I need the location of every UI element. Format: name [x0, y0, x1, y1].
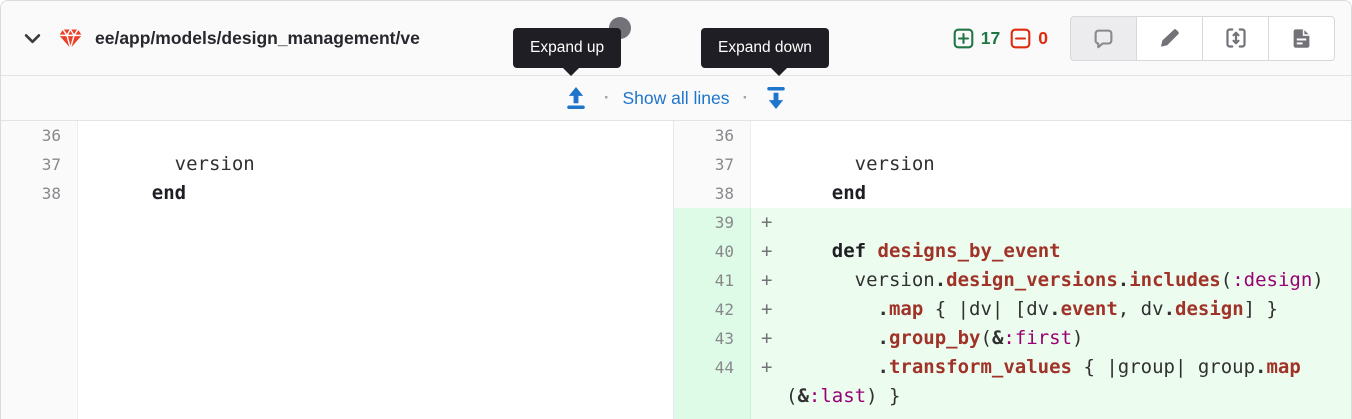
code-line [78, 121, 673, 150]
line-number[interactable]: 44 [674, 353, 751, 411]
line-number[interactable]: 37 [1, 150, 78, 179]
expand-up-icon [563, 85, 589, 111]
diff-line-row: 42+ .map { |dv| [dv.event, dv.design] } [674, 295, 1351, 324]
diff-line-row: 37 version [674, 150, 1351, 179]
code-line: + .group_by(&:first) [751, 324, 1351, 353]
separator-dot: · [603, 88, 610, 107]
toggle-comments-button[interactable] [1070, 15, 1137, 61]
line-number[interactable]: 41 [674, 266, 751, 295]
diff-marker: + [761, 211, 773, 233]
filler-content [751, 411, 1351, 419]
expand-down-button[interactable] [761, 83, 791, 113]
line-number[interactable]: 43 [674, 324, 751, 353]
additions-stat: 17 [953, 28, 1000, 49]
edit-file-button[interactable] [1136, 15, 1203, 61]
filler-gutter [674, 411, 751, 419]
file-header: ee/app/models/design_management/ve 17 0 [1, 1, 1351, 76]
diff-line-row: 37 version [1, 150, 673, 179]
line-number[interactable]: 36 [674, 121, 751, 150]
code-line [751, 121, 1351, 150]
code-line: end [151, 182, 187, 204]
expand-lines-bar: · Show all lines · [1, 76, 1351, 121]
code-line: end [831, 182, 867, 204]
line-number[interactable]: 38 [674, 179, 751, 208]
diff-line-row: 38 end [1, 179, 673, 208]
deletions-count: 0 [1038, 27, 1048, 48]
diff-marker: + [761, 298, 773, 320]
view-file-icon [1291, 28, 1312, 49]
square-minus-icon [1010, 28, 1031, 49]
line-number[interactable]: 38 [1, 179, 78, 208]
diff-line-row: 38 end [674, 179, 1351, 208]
compare-versions-button[interactable] [1202, 15, 1269, 61]
diff-line-row: 40+ def designs_by_event [674, 237, 1351, 266]
gem-icon [58, 26, 83, 51]
chevron-down-icon [23, 29, 42, 48]
show-all-lines-link[interactable]: Show all lines [622, 87, 730, 108]
code-line: + .transform_values { |group| group.map(… [751, 353, 1351, 411]
code-line: version [786, 153, 935, 175]
diff-marker: + [761, 240, 773, 262]
square-plus-icon [953, 28, 974, 49]
diff-line-row: 36 [674, 121, 1351, 150]
line-number[interactable]: 39 [674, 208, 751, 237]
code-line: + version.design_versions.includes(:desi… [751, 266, 1351, 295]
diff-line-row: 43+ .group_by(&:first) [674, 324, 1351, 353]
expand-up-button[interactable] [561, 83, 591, 113]
line-number[interactable]: 40 [674, 237, 751, 266]
filler-gutter [1, 208, 78, 419]
diff-stats: 17 0 [953, 28, 1048, 49]
line-number[interactable]: 37 [674, 150, 751, 179]
expand-up-tooltip: Expand up [513, 28, 622, 76]
code-line: + .map { |dv| [dv.event, dv.design] } [751, 295, 1351, 324]
view-file-button[interactable] [1268, 15, 1335, 61]
comment-icon [1093, 28, 1114, 49]
separator-dot: · [742, 88, 749, 107]
diff-filler [1, 208, 673, 419]
deletions-stat: 0 [1010, 28, 1048, 49]
diff-line-row: 41+ version.design_versions.includes(:de… [674, 266, 1351, 295]
code-line: + [751, 208, 1351, 237]
code-line: + def designs_by_event [751, 237, 1351, 266]
diff-marker: + [761, 327, 773, 349]
line-number[interactable]: 36 [1, 121, 78, 150]
collapse-file-button[interactable] [19, 25, 46, 52]
diff-filler [674, 411, 1351, 419]
filler-content [78, 208, 673, 419]
file-actions-group [1070, 15, 1335, 61]
diff-line-row: 44+ .transform_values { |group| group.ma… [674, 353, 1351, 411]
compare-versions-icon [1225, 27, 1247, 49]
diff-marker: + [761, 356, 773, 378]
line-number[interactable]: 42 [674, 295, 751, 324]
diff-line-row: 36 [1, 121, 673, 150]
additions-count: 17 [980, 27, 1001, 48]
pencil-icon [1159, 28, 1180, 49]
diff-line-row: 39 + [674, 208, 1351, 237]
expand-down-icon [763, 85, 789, 111]
file-path-link[interactable]: ee/app/models/design_management/ve [95, 27, 420, 48]
diff-marker: + [761, 269, 773, 291]
code-line: version [106, 153, 255, 175]
expand-down-tooltip: Expand down [701, 28, 829, 76]
